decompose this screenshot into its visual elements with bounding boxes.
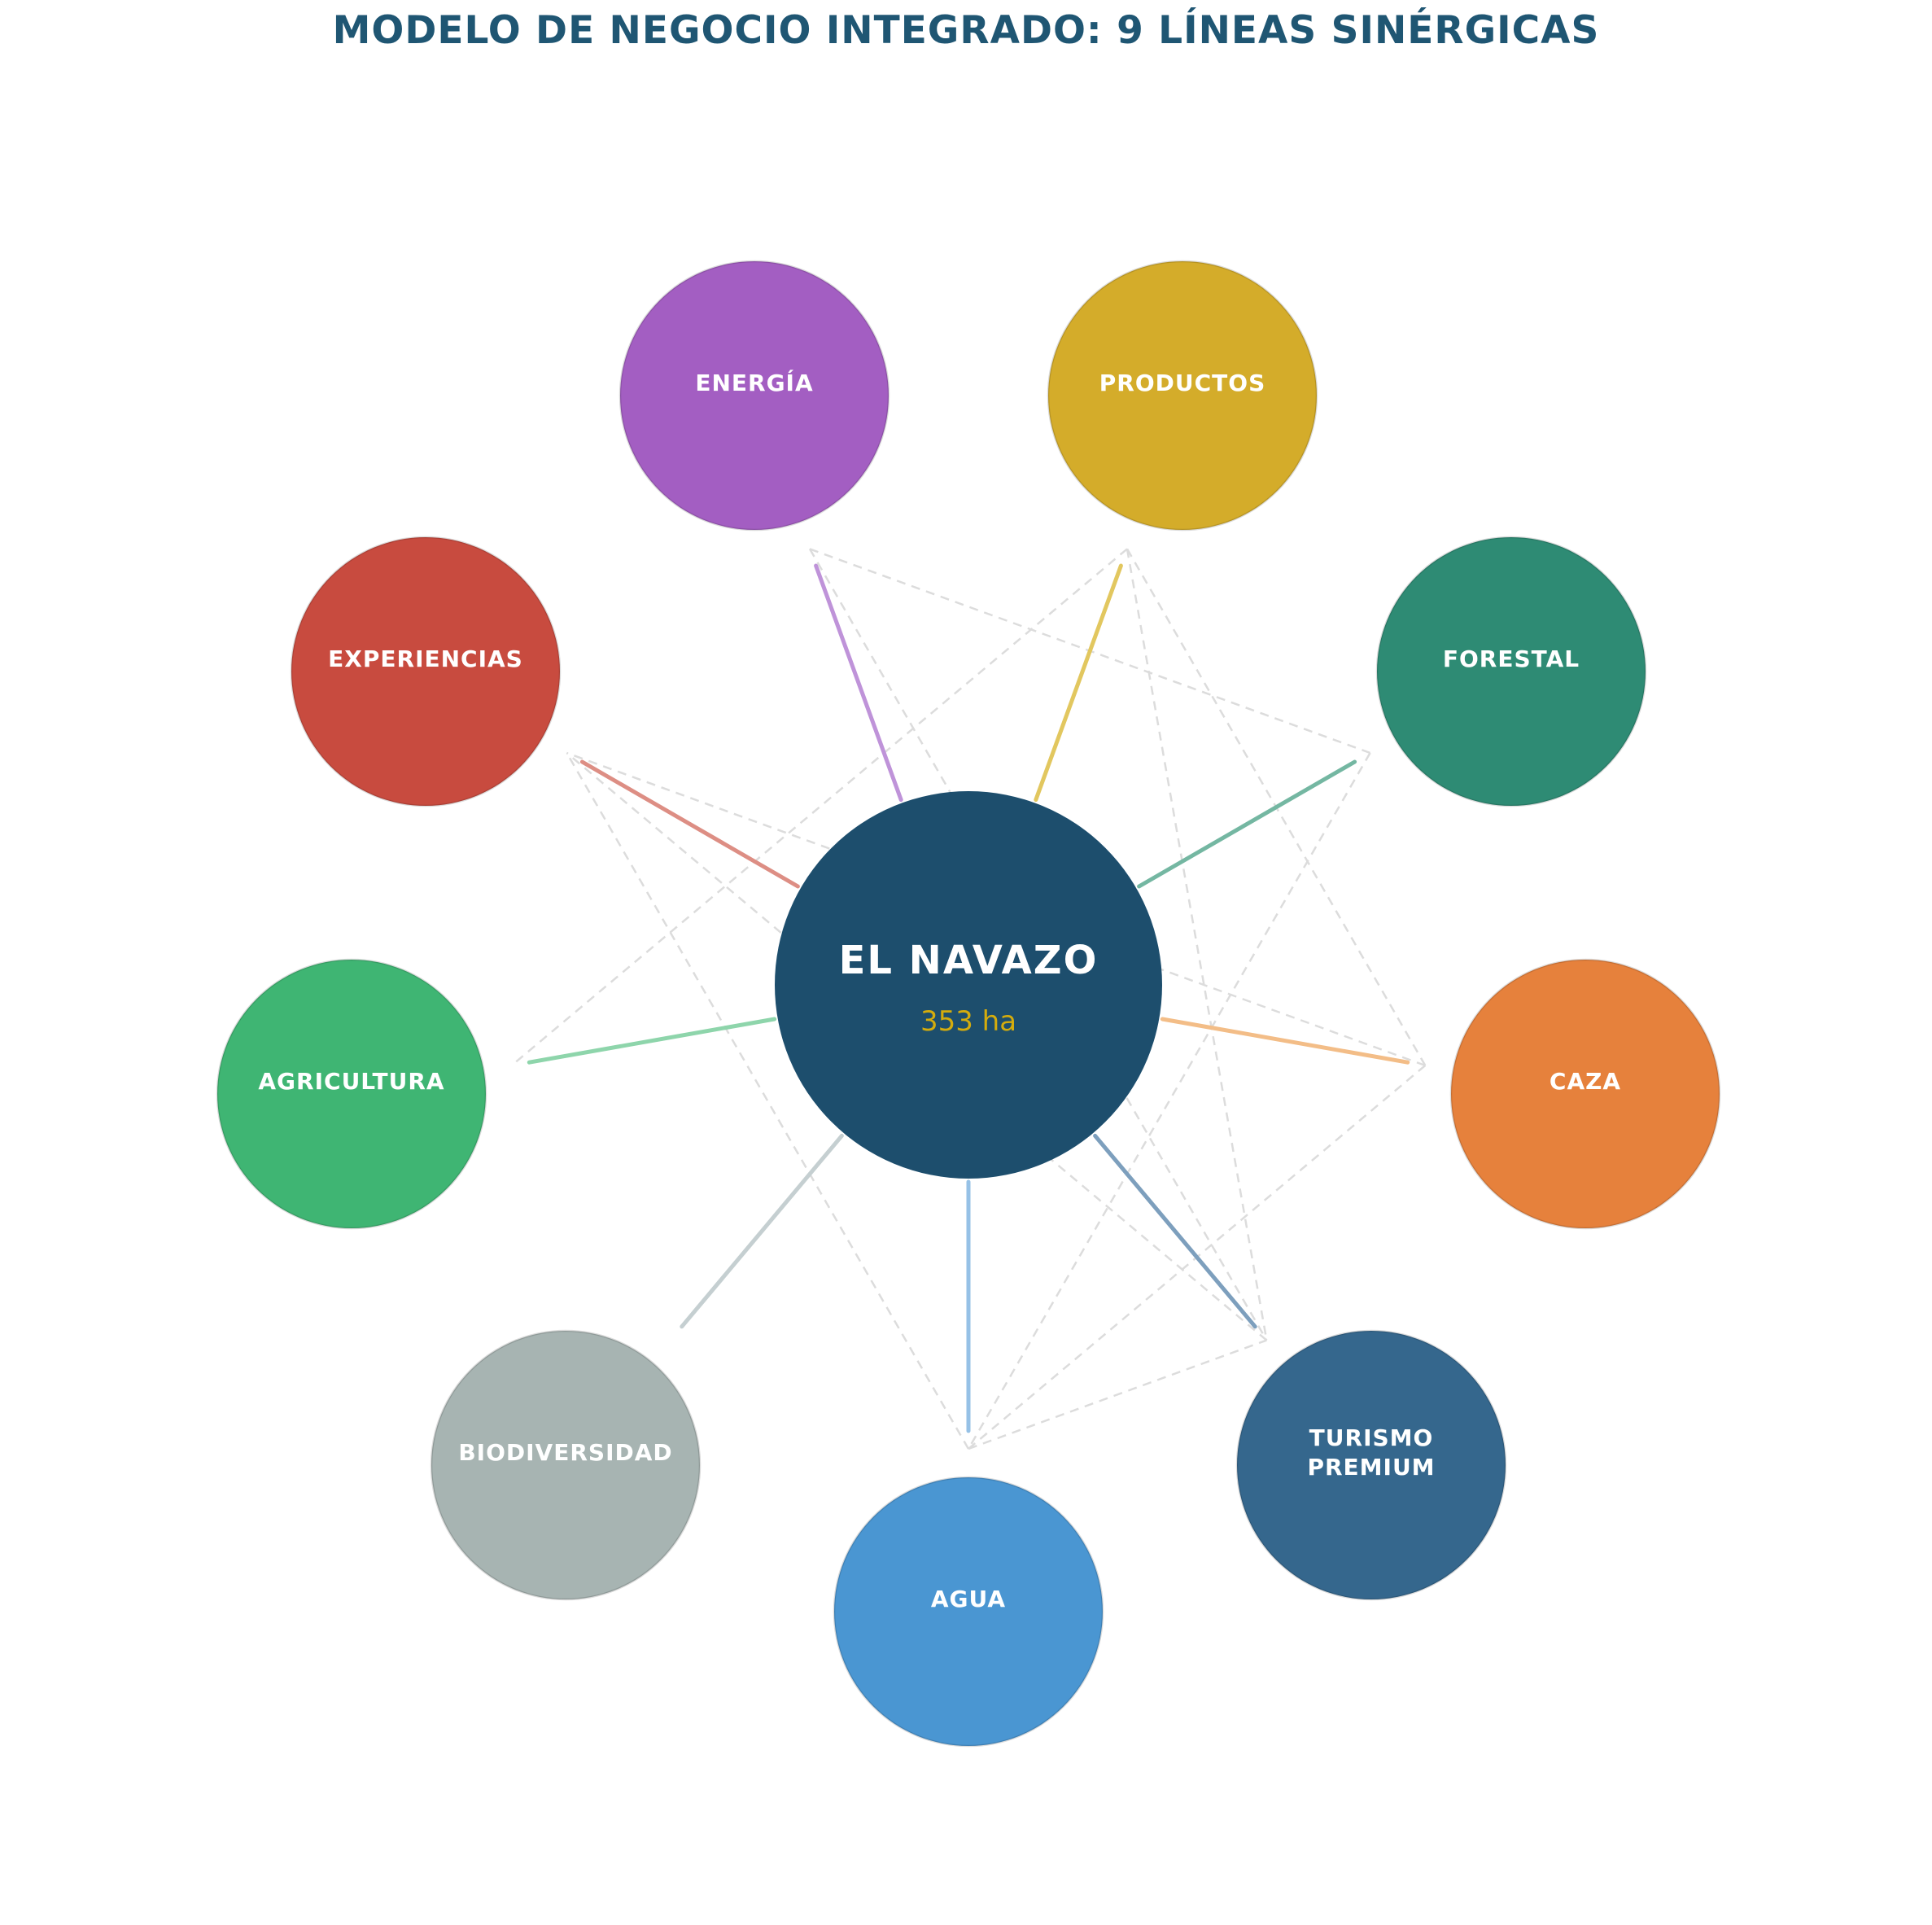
hub-area-label: 353 ha <box>920 1005 1016 1038</box>
node-agricultura: AGRICULTURA <box>216 958 487 1230</box>
hub-circle <box>775 791 1162 1179</box>
node-energia: ENERGÍA <box>619 260 890 532</box>
spoke-agricultura <box>527 1017 777 1065</box>
spoke-biodiversidad <box>680 1133 844 1329</box>
node-agua-label: AGUA <box>931 1586 1006 1612</box>
node-turismo-premium: TURISMO PREMIUM <box>1235 1329 1507 1601</box>
node-caza-circle <box>1449 958 1721 1230</box>
node-turismo-premium-circle <box>1235 1329 1507 1601</box>
node-forestal-circle <box>1375 536 1647 807</box>
node-productos-label: PRODUCTOS <box>1099 370 1265 396</box>
synergy-edge-agua-turismo <box>968 1339 1267 1450</box>
node-caza: CAZA <box>1449 958 1721 1230</box>
synergy-edge-forestal-agua <box>967 752 1371 1450</box>
synergy-edge-productos-agricultura <box>510 548 1128 1066</box>
spoke-productos <box>1034 563 1123 803</box>
synergy-edge-agua-experiencias <box>566 752 970 1450</box>
node-experiencias-circle <box>290 536 562 807</box>
node-energia-circle <box>619 260 890 532</box>
node-caza-label: CAZA <box>1550 1068 1621 1095</box>
node-productos: PRODUCTOS <box>1047 260 1318 532</box>
node-turismo-premium-label-line1: TURISMO <box>1309 1424 1434 1451</box>
node-productos-circle <box>1047 260 1318 532</box>
node-agricultura-label: AGRICULTURA <box>258 1068 444 1095</box>
node-experiencias: EXPERIENCIAS <box>290 536 562 807</box>
synergy-edge-productos-turismo <box>1126 549 1268 1341</box>
node-energia-label: ENERGÍA <box>695 369 813 396</box>
node-turismo-premium-label-line2: PREMIUM <box>1307 1454 1435 1481</box>
node-experiencias-label: EXPERIENCIAS <box>328 645 523 672</box>
hub-label: EL NAVAZO <box>839 938 1099 983</box>
hub-node: EL NAVAZO 353 ha <box>775 791 1162 1179</box>
node-forestal: FORESTAL <box>1375 536 1647 807</box>
node-biodiversidad-label: BIODIVERSIDAD <box>458 1439 672 1466</box>
spoke-caza <box>1160 1017 1410 1065</box>
spoke-forestal <box>1137 759 1357 889</box>
spoke-experiencias <box>579 759 800 889</box>
node-biodiversidad-circle <box>430 1329 702 1601</box>
spoke-energia <box>814 563 903 803</box>
node-agua-circle <box>833 1476 1104 1748</box>
node-biodiversidad: BIODIVERSIDAD <box>430 1329 702 1601</box>
diagram-title: MODELO DE NEGOCIO INTEGRADO: 9 LÍNEAS SI… <box>332 8 1600 53</box>
spokes-layer <box>527 563 1410 1433</box>
node-agua: AGUA <box>833 1476 1104 1748</box>
node-agricultura-circle <box>216 958 487 1230</box>
node-forestal-label: FORESTAL <box>1443 645 1580 672</box>
spoke-turismo <box>1093 1133 1257 1329</box>
